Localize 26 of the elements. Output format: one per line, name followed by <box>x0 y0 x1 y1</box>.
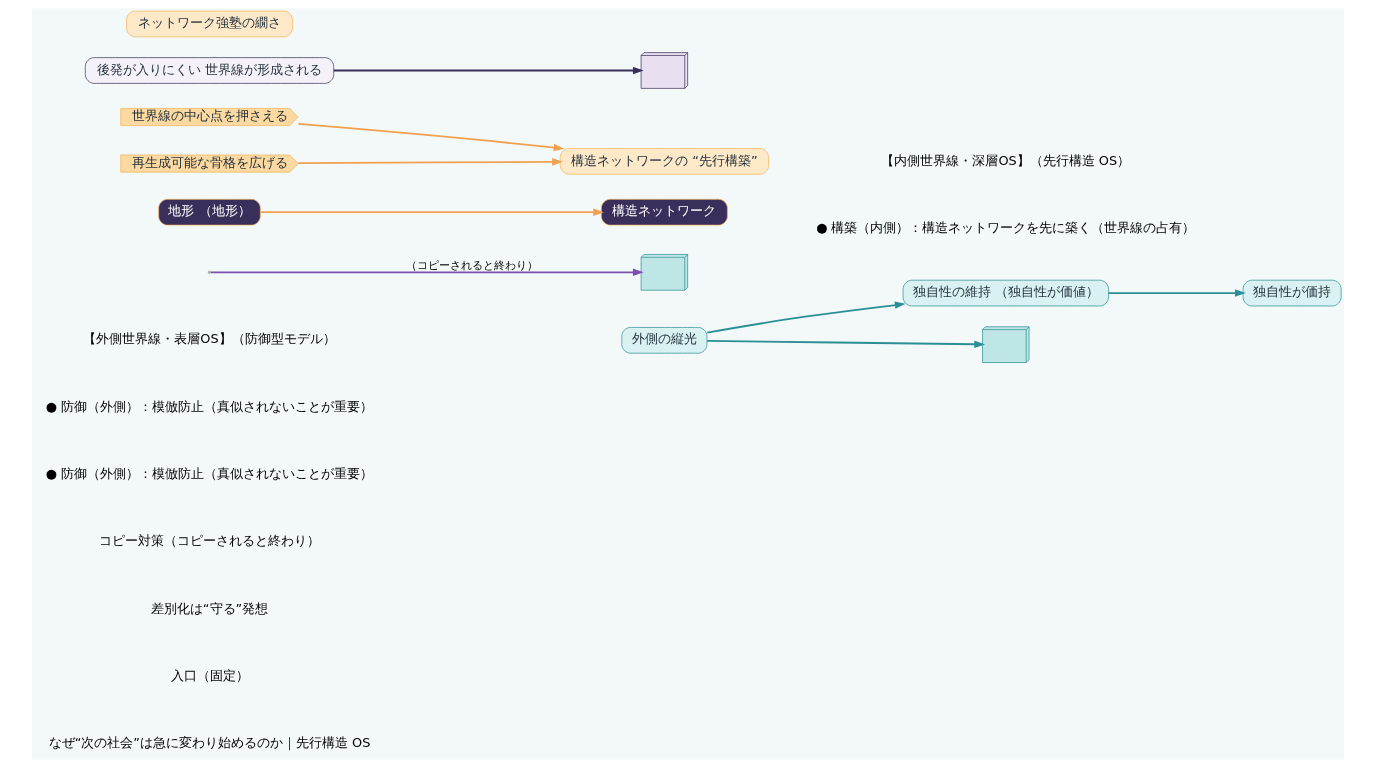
node-box: 構造ネットワークの “先行構築” <box>559 148 769 175</box>
node-box: ネットワーク強塾の繝さ <box>126 10 293 38</box>
arrow <box>706 301 906 334</box>
node-box: 独自性の維持 （独自性が価値） <box>902 279 1109 307</box>
node-box: 独自性が価持 <box>1242 279 1342 307</box>
label: なぜ“次の社会”は急に変わり始めるのか｜先行構造 OS <box>48 735 371 751</box>
label: ● 防御（外側）：模倣防止（真似されないことが重要） <box>45 466 374 482</box>
arrow <box>297 123 565 152</box>
label: コピー対策（コピーされると終わり） <box>99 533 321 549</box>
arrow <box>706 339 986 348</box>
node-box: 外側の縦光 <box>621 327 708 354</box>
label: 【内側世界線・深層OS】（先行構造 OS） <box>881 152 1131 168</box>
arrow <box>210 268 644 277</box>
arrow <box>1107 289 1246 297</box>
node-box: 地形 （地形） <box>158 198 261 226</box>
label: ● 防御（外側）：模倣防止（真似されないことが重要） <box>45 398 374 414</box>
edge-label: （コピーされると終わり） <box>406 257 539 272</box>
label: 入口（固定） <box>170 667 249 683</box>
arrow <box>332 66 644 75</box>
label: 【外側世界線・表層OS】（防御型モデル） <box>83 331 336 347</box>
node-box: 後発が入りにくい 世界線が形成される <box>84 57 335 84</box>
arrow <box>297 158 563 166</box>
label: 差別化は“守る”発想 <box>150 600 269 616</box>
label: ● 構築（内側）：構造ネットワークを先に築く（世界線の占有） <box>816 219 1196 235</box>
node-box: 構造ネットワーク <box>601 198 728 226</box>
arrow <box>259 208 604 216</box>
